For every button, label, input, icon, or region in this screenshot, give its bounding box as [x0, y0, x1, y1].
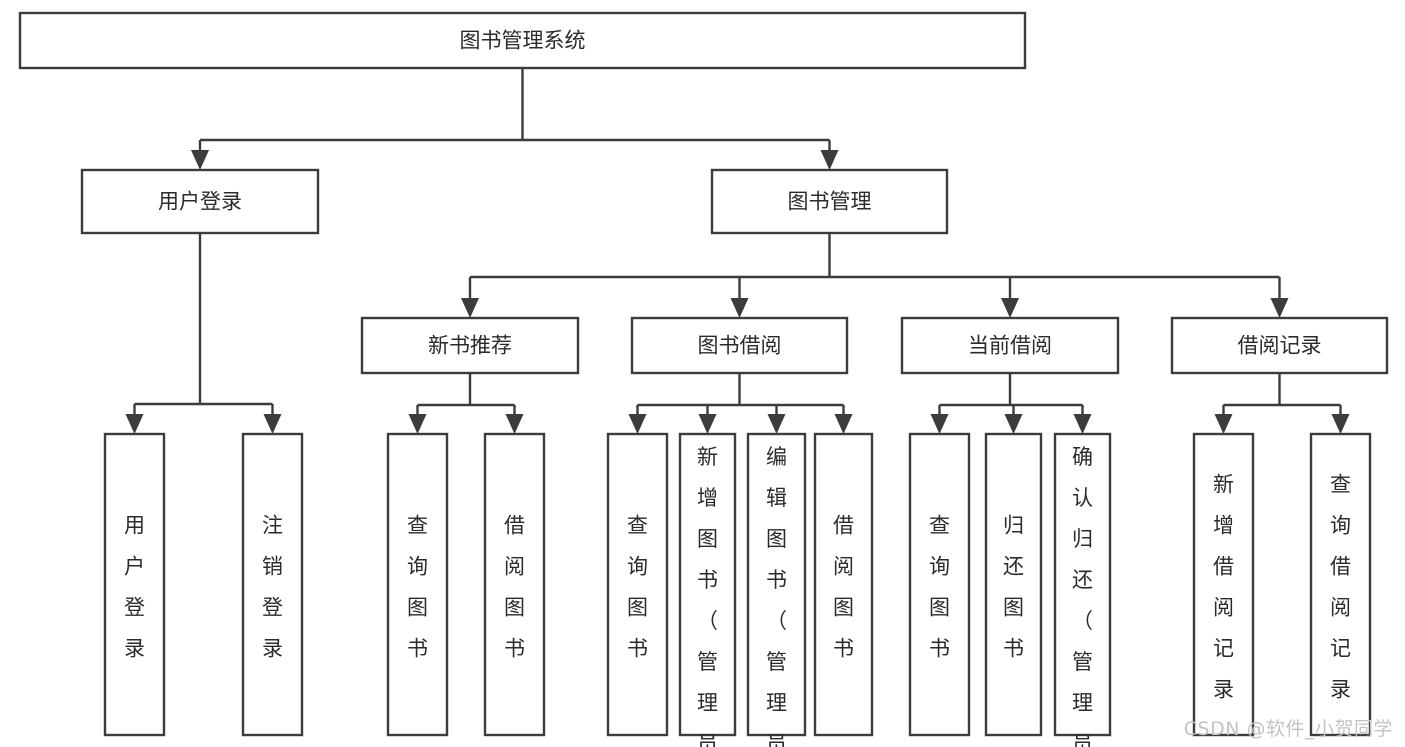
connectors-layer	[125, 68, 1350, 434]
leaf-node-11[interactable]: 确认归还（管理员）	[1053, 432, 1112, 747]
leaf-node-label: 查询图书	[929, 514, 950, 661]
level2-node-box[interactable]	[710, 168, 949, 235]
level3-node-box[interactable]	[360, 316, 580, 375]
leaf-node-1[interactable]: 用户登录	[103, 432, 166, 737]
level3-node-label: 当前借阅	[968, 334, 1052, 358]
level3-node-2[interactable]: 图书借阅	[630, 316, 849, 375]
level2-node-1[interactable]: 用户登录	[80, 168, 320, 235]
root-node-1[interactable]: 图书管理系统	[18, 11, 1027, 70]
leaf-node-box[interactable]	[678, 432, 737, 737]
arrow-head-icon	[1214, 414, 1233, 434]
leaf-node-box[interactable]	[1053, 432, 1112, 737]
leaf-node-5[interactable]: 查询图书	[606, 432, 669, 737]
leaf-node-4[interactable]: 借阅图书	[483, 432, 546, 737]
level3-node-label: 图书借阅	[698, 334, 782, 358]
arrow-head-icon	[820, 150, 839, 170]
leaf-node-2[interactable]: 注销登录	[241, 432, 304, 737]
leaf-node-box[interactable]	[1309, 432, 1372, 737]
arrow-head-icon	[125, 414, 144, 434]
leaf-node-10[interactable]: 归还图书	[984, 432, 1043, 737]
leaf-node-box[interactable]	[386, 432, 449, 737]
leaf-node-12[interactable]: 新增借阅记录	[1192, 432, 1255, 737]
leaf-node-box[interactable]	[813, 432, 874, 737]
leaf-node-box[interactable]	[483, 432, 546, 737]
level3-node-box[interactable]	[900, 316, 1120, 375]
root-node-label: 图书管理系统	[460, 29, 586, 53]
arrow-head-icon	[1331, 414, 1350, 434]
arrow-head-icon	[505, 414, 524, 434]
arrow-head-icon	[1270, 298, 1289, 318]
arrow-head-icon	[730, 298, 749, 318]
leaf-node-13[interactable]: 查询借阅记录	[1309, 432, 1372, 737]
level2-node-label: 图书管理	[788, 190, 872, 214]
arrow-head-icon	[628, 414, 647, 434]
arrow-head-icon	[767, 414, 786, 434]
nodes-layer: 图书管理系统用户登录图书管理新书推荐图书借阅当前借阅借阅记录用户登录注销登录查询…	[18, 11, 1389, 747]
leaf-node-7[interactable]: 编辑图书（管理员）	[746, 432, 807, 747]
leaf-node-label: 归还图书	[1003, 514, 1024, 661]
leaf-node-label: 借阅图书	[833, 514, 854, 661]
leaf-node-label: 新增图书（管理员）	[697, 445, 718, 747]
leaf-node-label: 编辑图书（管理员）	[766, 445, 787, 747]
arrow-head-icon	[1073, 414, 1092, 434]
arrow-head-icon	[1001, 298, 1019, 318]
leaf-node-box[interactable]	[606, 432, 669, 737]
leaf-node-box[interactable]	[103, 432, 166, 737]
leaf-node-label: 查询图书	[627, 514, 648, 661]
leaf-node-6[interactable]: 新增图书（管理员）	[678, 432, 737, 747]
root-node-box[interactable]	[18, 11, 1027, 70]
arrow-head-icon	[191, 150, 209, 170]
leaf-node-label: 借阅图书	[504, 514, 525, 661]
leaf-node-box[interactable]	[1192, 432, 1255, 737]
level3-node-1[interactable]: 新书推荐	[360, 316, 580, 375]
leaf-node-box[interactable]	[241, 432, 304, 737]
leaf-node-label: 注销登录	[262, 514, 283, 661]
level3-node-box[interactable]	[1170, 316, 1389, 375]
leaf-node-8[interactable]: 借阅图书	[813, 432, 874, 737]
leaf-node-label: 确认归还（管理员）	[1072, 445, 1093, 747]
level3-node-label: 新书推荐	[428, 334, 512, 358]
watermark-text: CSDN @软件_小贺同学	[1183, 718, 1393, 740]
level2-node-box[interactable]	[80, 168, 320, 235]
arrow-head-icon	[1004, 414, 1023, 434]
level3-node-4[interactable]: 借阅记录	[1170, 316, 1389, 375]
leaf-node-label: 查询图书	[407, 514, 428, 661]
level2-node-label: 用户登录	[158, 190, 242, 214]
leaf-node-label: 用户登录	[124, 514, 145, 661]
level3-node-label: 借阅记录	[1238, 334, 1322, 358]
arrow-head-icon	[263, 414, 282, 434]
arrow-head-icon	[408, 414, 427, 434]
level3-node-box[interactable]	[630, 316, 849, 375]
arrow-head-icon	[698, 414, 717, 434]
level2-node-2[interactable]: 图书管理	[710, 168, 949, 235]
leaf-node-box[interactable]	[908, 432, 971, 737]
leaf-node-box[interactable]	[746, 432, 807, 737]
arrow-head-icon	[834, 414, 853, 434]
leaf-node-9[interactable]: 查询图书	[908, 432, 971, 737]
level3-node-3[interactable]: 当前借阅	[900, 316, 1120, 375]
arrow-head-icon	[461, 298, 479, 318]
leaf-node-3[interactable]: 查询图书	[386, 432, 449, 737]
leaf-node-box[interactable]	[984, 432, 1043, 737]
leaf-node-label: 新增借阅记录	[1213, 473, 1234, 702]
leaf-node-label: 查询借阅记录	[1330, 473, 1351, 702]
arrow-head-icon	[930, 414, 949, 434]
